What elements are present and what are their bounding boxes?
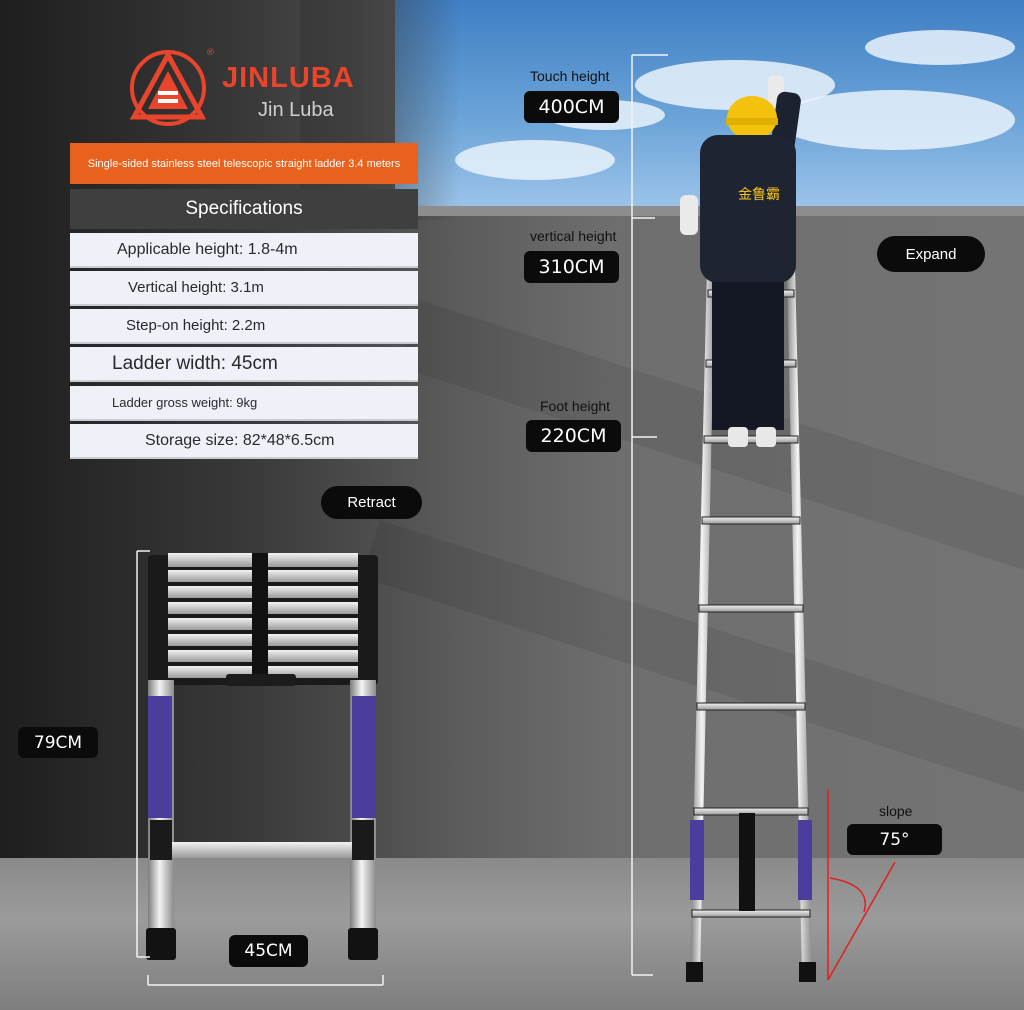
worker-figure: 金鲁霸 — [680, 75, 801, 447]
spec-row-applicable-height: Applicable height: 1.8-4m — [70, 233, 418, 268]
spec-row-vertical-height: Vertical height: 3.1m — [70, 271, 418, 306]
specifications-heading: Specifications — [70, 189, 418, 229]
sky-area — [395, 0, 1024, 212]
brand-name: JINLUBA — [222, 62, 355, 94]
brand-subname: Jin Luba — [258, 99, 334, 121]
retract-label: Retract — [321, 486, 422, 519]
registered-mark: ® — [206, 48, 215, 58]
touch-height-value: 400CM — [524, 91, 619, 123]
vertical-height-value: 310CM — [524, 251, 619, 283]
retracted-ladder — [146, 553, 378, 960]
spec-row-gross-weight: Ladder gross weight: 9kg — [70, 386, 418, 421]
slope-indicator — [827, 790, 896, 981]
foot-height-label: Foot height — [540, 398, 611, 414]
spec-row-step-on-height: Step-on height: 2.2m — [70, 309, 418, 344]
expand-label: Expand — [877, 236, 985, 272]
product-title: Single-sided stainless steel telescopic … — [70, 143, 418, 184]
spec-row-ladder-width: Ladder width: 45cm — [70, 347, 418, 382]
svg-text:金鲁霸: 金鲁霸 — [738, 187, 780, 203]
expanded-ladder — [686, 225, 816, 982]
touch-height-label: Touch height — [530, 68, 610, 84]
retract-width-value: 45CM — [229, 935, 308, 967]
foot-height-value: 220CM — [526, 420, 621, 452]
slope-value: 75° — [847, 824, 942, 855]
slope-label: slope — [879, 803, 913, 819]
vertical-height-label: vertical height — [530, 228, 617, 244]
retract-height-value: 79CM — [18, 727, 98, 758]
spec-row-storage-size: Storage size: 82*48*6.5cm — [70, 424, 418, 459]
